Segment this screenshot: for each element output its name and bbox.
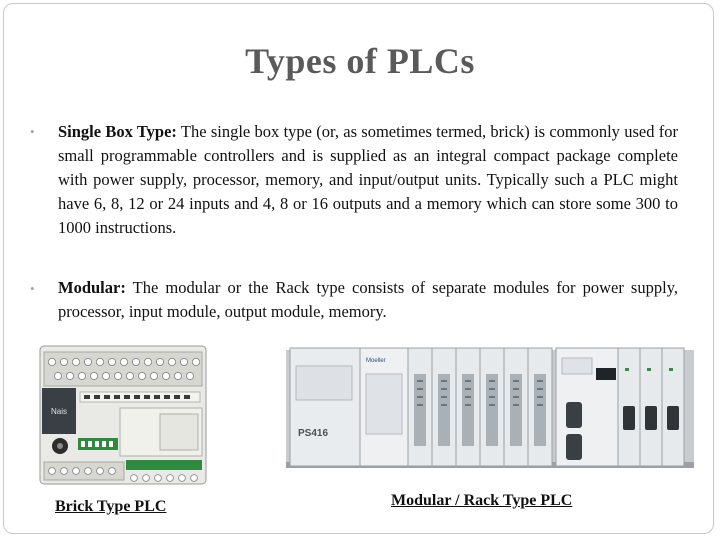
brick-plc-image: Nais	[39, 345, 207, 485]
svg-text:PS416: PS416	[298, 428, 328, 439]
slide-frame	[3, 3, 714, 534]
rack-caption: Modular / Rack Type PLC	[391, 492, 573, 509]
slide-title: Types of PLCs	[245, 41, 475, 81]
rack-plc-image: PS416 Moeller	[286, 347, 694, 468]
brick-caption: Brick Type PLC	[55, 498, 167, 515]
modular-text: The modular or the Rack type consists of…	[58, 278, 678, 321]
single-box-paragraph: Single Box Type: The single box type (or…	[58, 120, 678, 240]
svg-text:Moeller: Moeller	[366, 358, 386, 364]
modular-term: Modular:	[58, 278, 126, 297]
modular-paragraph: Modular: The modular or the Rack type co…	[58, 276, 678, 324]
single-box-text: The single box type (or, as sometimes te…	[58, 122, 678, 237]
svg-text:Nais: Nais	[51, 407, 67, 416]
bullet-dot-icon: •	[30, 124, 35, 139]
bullet-dot-icon: •	[30, 281, 35, 296]
single-box-term: Single Box Type:	[58, 122, 177, 141]
